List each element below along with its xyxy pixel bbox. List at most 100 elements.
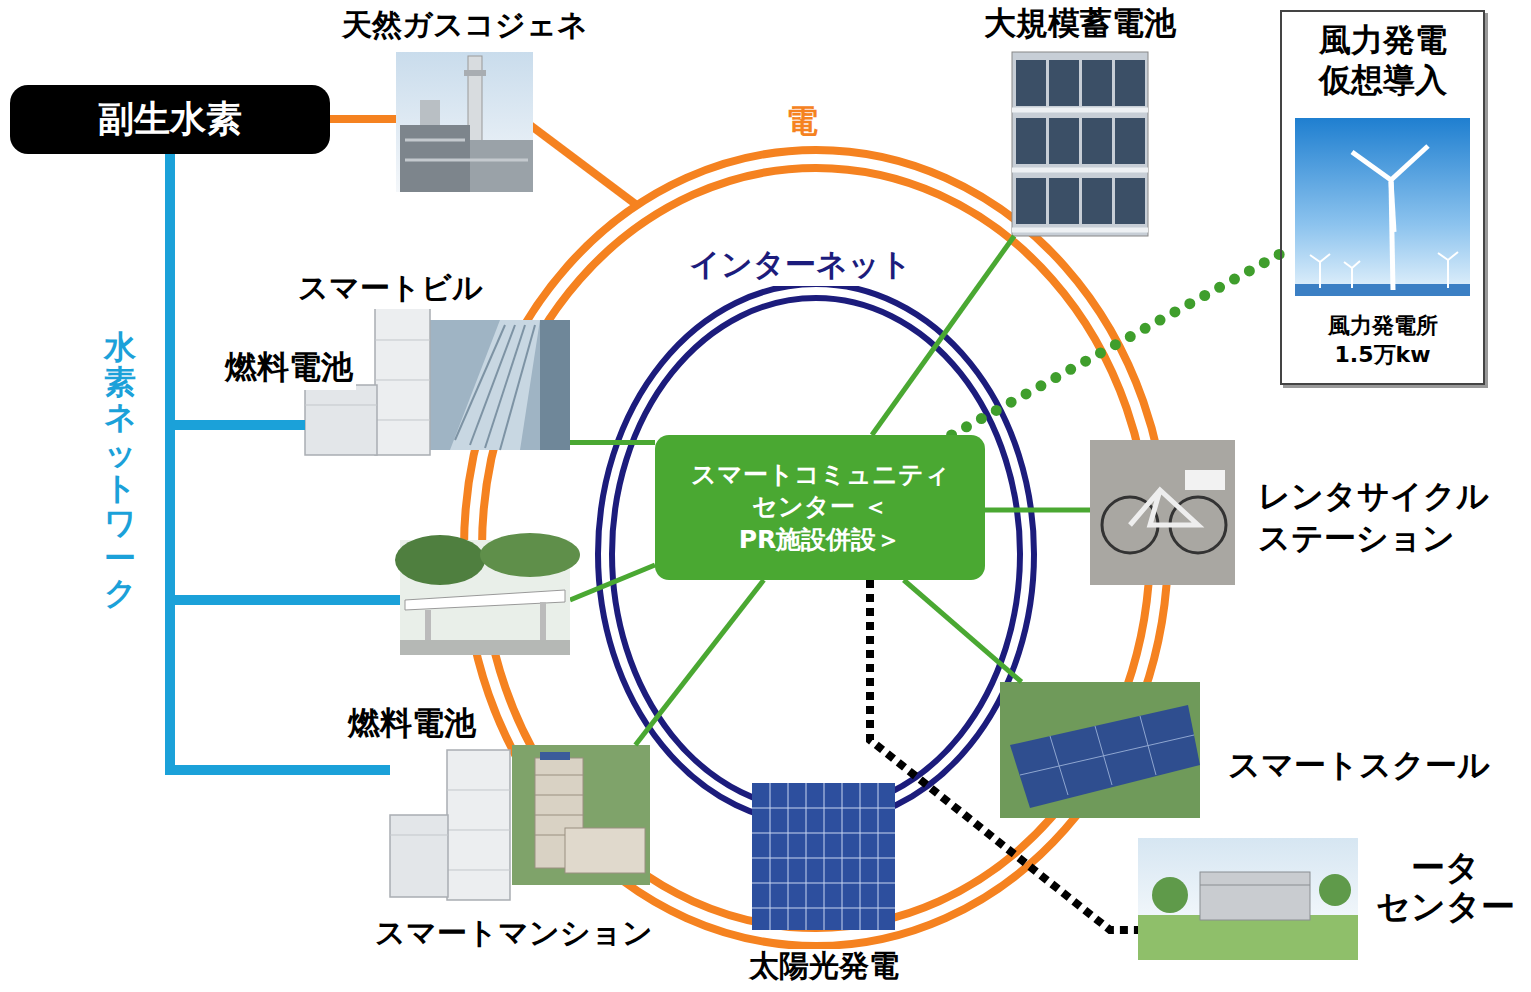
wind-panel <box>1280 10 1485 385</box>
wind-panel <box>1295 284 1470 296</box>
wind-panel <box>1438 253 1448 260</box>
node-label: 風力発電 仮想導入 <box>1282 20 1483 100</box>
hydrogen-source-box: 副生水素 <box>10 85 330 154</box>
cogeneration-photo <box>396 52 533 192</box>
wind-panel <box>1320 254 1330 262</box>
node-label: 燃料電池 <box>345 702 479 746</box>
wind-panel <box>1352 261 1360 268</box>
fuel-cell-unit <box>447 830 510 831</box>
battery-photo <box>1115 178 1145 224</box>
smart-school-photo <box>1000 682 1200 818</box>
battery-photo <box>1049 178 1079 224</box>
connector-line <box>635 580 763 745</box>
ring-label: インターネット <box>686 244 915 286</box>
connector-line <box>870 580 1138 930</box>
smart-building-photo <box>455 325 505 440</box>
cogeneration-photo <box>464 70 486 76</box>
smart-building-photo <box>430 320 570 450</box>
smart-mansion-photo <box>535 815 583 816</box>
node-label: スマートスクール <box>1225 744 1493 788</box>
battery-photo <box>1115 60 1145 106</box>
connector-line <box>170 154 390 771</box>
solar-panel-photo <box>752 783 895 930</box>
connector-line <box>570 440 655 445</box>
hydrogen-station-photo <box>395 533 580 655</box>
fuel-cell-unit <box>305 405 377 406</box>
data-center-photo <box>1138 838 1358 960</box>
battery-photo <box>1012 108 1148 113</box>
data-center-photo <box>1138 915 1358 960</box>
solar-panel-photo <box>752 833 895 834</box>
node-label: 燃料電池 <box>222 346 356 390</box>
smart-school-photo <box>1000 682 1200 818</box>
smart-school-node: スマートスクール <box>1000 682 1200 818</box>
node-label: スマートマンション <box>372 913 656 954</box>
wire-lines <box>170 125 655 600</box>
rental-cycle-photo <box>1130 490 1198 525</box>
smart-mansion-photo <box>512 745 650 885</box>
rental-cycle-photo <box>1185 470 1225 490</box>
smart-mansion-photo <box>540 752 570 760</box>
node-label: ータ センター <box>1370 848 1520 926</box>
smart-school-photo <box>1020 735 1194 775</box>
rental-cycle-node: レンタサイクル ステーション <box>1090 440 1235 585</box>
solar-node: 太陽光発電 <box>752 783 895 930</box>
rental-cycle-photo <box>1090 440 1235 585</box>
fuel-cell-unit <box>375 420 430 421</box>
wind-panel <box>1447 260 1449 288</box>
battery-node: 大規模蓄電池 <box>1012 52 1148 236</box>
solar-panel-photo <box>752 908 895 909</box>
internet-ring <box>612 298 1020 810</box>
vertical-label: 水素ネットワーク <box>104 330 136 612</box>
fuel-cell-unit <box>305 385 377 455</box>
fuel-cell-node: 燃料電池 <box>390 750 512 900</box>
hydrogen-station-photo <box>425 610 431 645</box>
fuel-cell-unit <box>390 835 448 836</box>
wind-panel <box>1448 252 1458 260</box>
connector-line <box>985 508 1090 513</box>
battery-photo <box>1049 118 1079 164</box>
wind-panel <box>1295 118 1470 296</box>
wire-lines <box>170 595 400 605</box>
smart-building-photo <box>450 320 540 450</box>
battery-photo <box>1016 118 1046 164</box>
ring-label: 電 <box>783 100 821 144</box>
smart-school-photo <box>1050 736 1068 795</box>
battery-photo <box>1115 118 1145 164</box>
data-center-photo <box>1319 874 1351 906</box>
wind-panel <box>1344 262 1352 268</box>
cogeneration-photo <box>405 159 528 162</box>
smart-building-photo <box>500 325 535 450</box>
battery-photo <box>1012 168 1148 173</box>
node-label: 大規模蓄電池 <box>984 2 1176 46</box>
solar-panel-photo <box>752 858 895 859</box>
wire-lines <box>570 565 655 600</box>
fuel-cell-unit <box>375 300 430 455</box>
smart-building-node: スマートビル <box>430 320 570 450</box>
node-label: 天然ガスコジェネ <box>342 5 588 46</box>
connector-line <box>952 254 1280 435</box>
fuel-cell-unit <box>375 380 430 381</box>
cogeneration-photo <box>420 100 440 125</box>
fuel-cell-node: 燃料電池 <box>305 300 430 455</box>
battery-photo <box>1012 52 1148 236</box>
cogeneration-photo <box>405 139 465 142</box>
fuel-cell-unit <box>390 815 448 897</box>
wind-panel <box>1391 146 1428 180</box>
fuel-cell-unit <box>375 340 430 341</box>
fuel-cell-unit <box>447 790 510 791</box>
battery-photo <box>1082 118 1112 164</box>
data-center-photo <box>1138 838 1358 960</box>
power-ring <box>464 150 1168 946</box>
data-center-photo <box>1200 885 1310 886</box>
power-ring <box>464 150 1168 946</box>
hydrogen-station-photo <box>400 640 570 655</box>
internet-ring <box>598 284 1034 824</box>
wind-panel <box>1319 262 1321 288</box>
battery-photo <box>1016 178 1046 224</box>
wind-panel <box>1391 180 1394 232</box>
smart-mansion-photo <box>535 775 583 776</box>
solar-panel-photo <box>752 783 895 930</box>
hydrogen-station-photo <box>395 535 485 585</box>
